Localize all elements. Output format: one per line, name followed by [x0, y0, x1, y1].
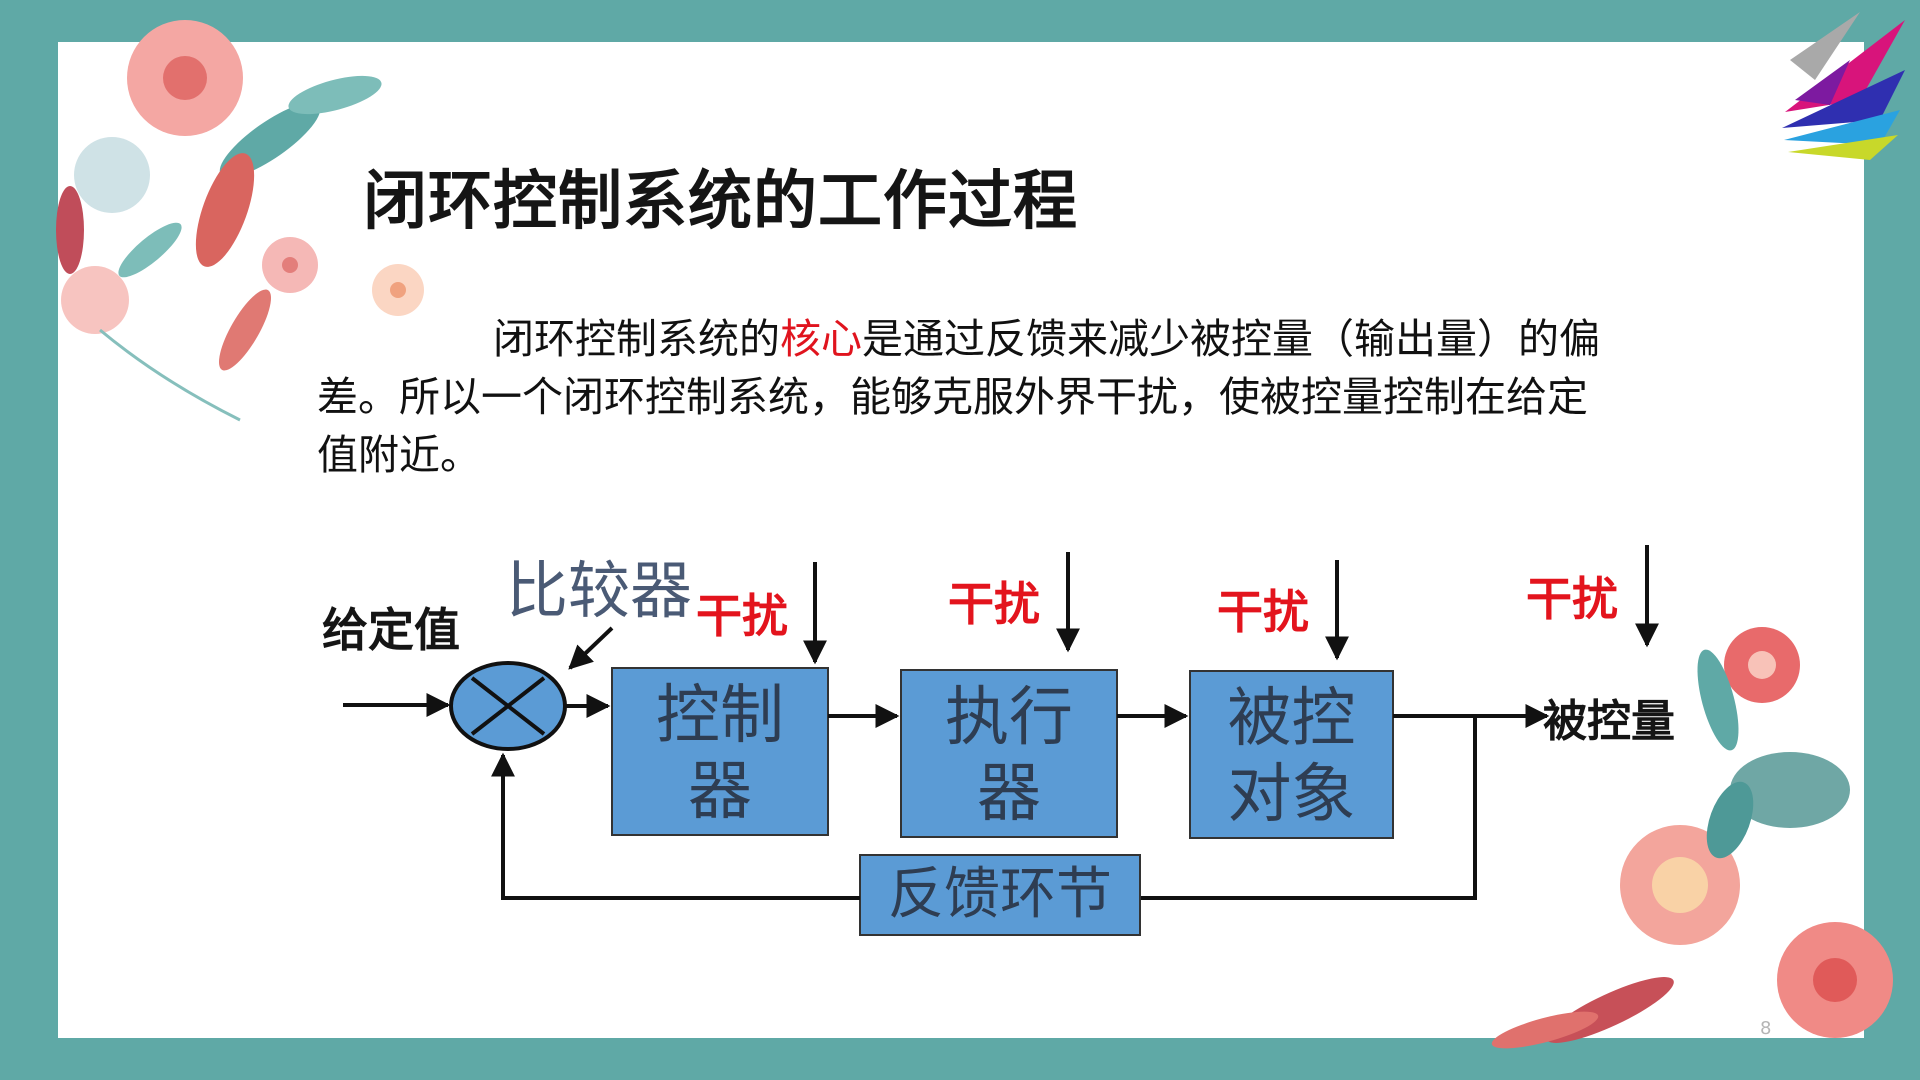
feedback-path-right	[1140, 716, 1477, 900]
input-label: 给定值	[322, 603, 460, 657]
disturbance-label-1: 干扰	[696, 589, 788, 643]
plant-block-label: 被控 对象	[1190, 681, 1393, 833]
feedback-block-label: 反馈环节	[888, 862, 1112, 927]
intro-paragraph: 闭环控制系统的核心是通过反馈来减少被控量（输出量）的偏差。所以一个闭环控制系统，…	[317, 310, 1627, 484]
feedback-path-left	[491, 752, 860, 900]
disturbance-label-3: 干扰	[1217, 585, 1309, 639]
actuator-block-label: 执行 器	[901, 680, 1117, 832]
controller-line-2: 器	[688, 755, 752, 829]
comparator-label: 比较器	[506, 554, 693, 627]
actuator-line-2: 器	[977, 757, 1041, 831]
page-title: 闭环控制系统的工作过程	[363, 165, 1078, 239]
actuator-block	[900, 669, 1118, 838]
controller-block-label: 控制 器	[612, 678, 828, 830]
page-number: 8	[1760, 1018, 1772, 1039]
paragraph-text-before: 闭环控制系统的	[493, 315, 780, 363]
plant-block	[1189, 670, 1394, 839]
feedback-block	[859, 854, 1141, 936]
output-label: 被控量	[1543, 696, 1675, 747]
paragraph-highlight: 核心	[780, 315, 862, 363]
comparator-pointer-arrow	[568, 626, 614, 670]
disturbance-label-2: 干扰	[948, 577, 1040, 631]
actuator-line-1: 执行	[945, 681, 1073, 755]
plant-line-1: 被控	[1227, 682, 1356, 756]
paragraph-text-after: 是通过反馈来减少被控量（输出量）的偏差。所以一个闭环控制系统，能够克服外界干扰，…	[317, 315, 1600, 479]
plant-line-2: 对象	[1227, 758, 1356, 832]
controller-line-1: 控制	[656, 679, 784, 753]
comparator-symbol	[449, 661, 567, 751]
disturbance-label-4: 干扰	[1526, 572, 1618, 626]
controller-block	[611, 667, 829, 836]
